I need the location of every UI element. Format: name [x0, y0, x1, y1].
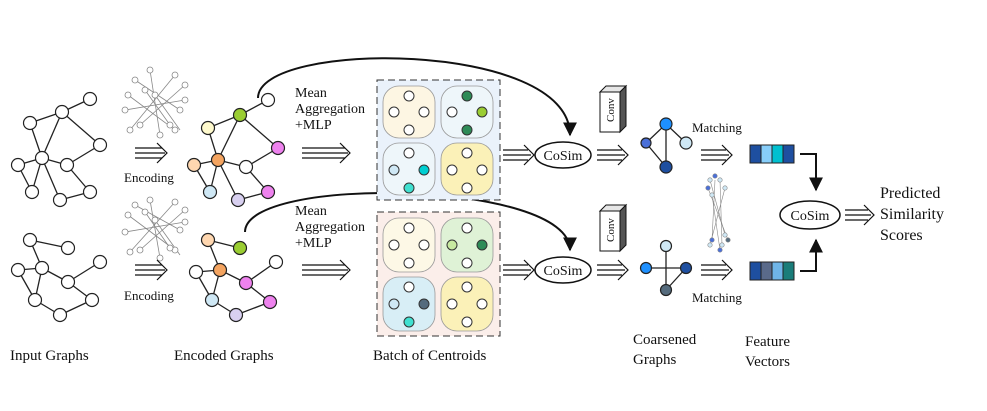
conv-block-icon-top	[598, 84, 628, 134]
encoding-network-icon-bottom	[121, 196, 189, 262]
triple-arrow-icon	[302, 142, 351, 281]
caption-input-graphs: Input Graphs	[10, 348, 89, 364]
mean-agg-label-top: Mean Aggregation +MLP	[295, 86, 368, 133]
triple-arrow-icon	[503, 144, 535, 281]
input-graph-bottom	[10, 232, 108, 323]
predicted-scores-label: Predicted Similarity Scores	[880, 185, 948, 244]
graph-matching-icon	[705, 173, 731, 253]
caption-coarsened-graphs: Coarsened Graphs	[633, 332, 700, 368]
cosim-node-final	[779, 200, 841, 230]
cosim-label-bottom: CoSim	[544, 264, 583, 279]
cosim-label-final: CoSim	[791, 209, 830, 224]
triple-arrow-icon	[701, 144, 733, 281]
mean-agg-label-bottom: Mean Aggregation +MLP	[295, 204, 368, 251]
feature-vector-bottom	[749, 261, 795, 281]
encoded-graph-top	[186, 92, 286, 208]
feature-vector-top	[749, 144, 795, 164]
encoded-graph-bottom	[188, 232, 284, 323]
centroid-cells-bottom	[382, 217, 494, 332]
encoding-network-icon-top	[121, 66, 189, 139]
triple-arrow-icon	[845, 204, 875, 226]
caption-encoded-graphs: Encoded Graphs	[174, 348, 274, 364]
conv-block-icon-bottom	[598, 203, 628, 253]
conv-label-top: Conv	[605, 98, 617, 122]
centroid-nodes-top	[388, 90, 488, 194]
centroid-nodes-bottom	[388, 222, 488, 328]
cosim-node-bottom	[534, 256, 592, 284]
triple-arrow-icon	[135, 142, 168, 281]
encoding-label-bottom: Encoding	[124, 288, 174, 303]
arrow-icon	[800, 153, 823, 272]
encoding-label-top: Encoding	[124, 170, 174, 185]
matching-label-bottom: Matching	[692, 290, 742, 305]
coarsened-graph-bottom	[639, 239, 693, 297]
matching-label-top: Matching	[692, 120, 742, 135]
coarsened-graph-top	[640, 117, 693, 174]
caption-batch-of-centroids: Batch of Centroids	[373, 348, 486, 364]
triple-arrow-icon	[597, 144, 629, 281]
conv-label-bottom: Conv	[605, 218, 617, 242]
centroid-cells-top	[382, 85, 494, 196]
skip-arrow-top	[257, 57, 577, 137]
caption-feature-vectors: Feature Vectors	[745, 334, 794, 370]
cosim-label-top: CoSim	[544, 149, 583, 164]
cosim-node-top	[534, 141, 592, 169]
input-graph-top	[10, 91, 108, 208]
